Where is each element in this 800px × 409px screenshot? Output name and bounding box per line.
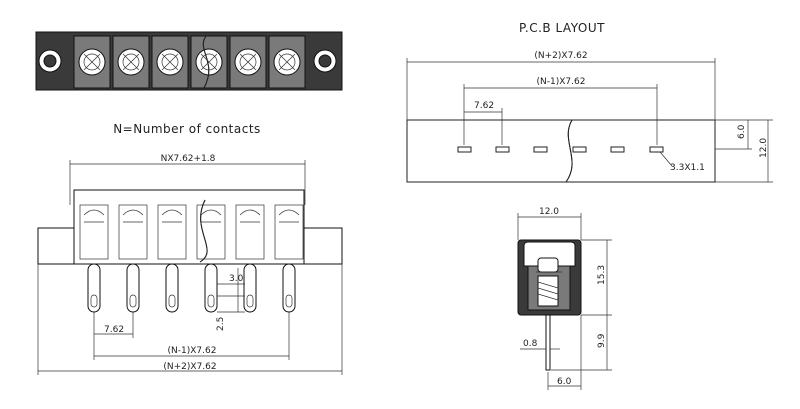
- dim-front-top: NX7.62+1.8: [161, 154, 216, 164]
- dim-pcb-n-1: (N-1)X7.62: [537, 77, 586, 87]
- front-view: NX7.62+1.8: [37, 154, 343, 375]
- pcb-layout: (N+2)X7.62 (N-1)X7.62 7.62 3.3X1.1 6.0: [406, 51, 773, 183]
- dim-pcb-hole: 3.3X1.1: [670, 163, 705, 173]
- top-view: [35, 31, 343, 91]
- dim-pcb-row: 6.0: [737, 124, 747, 139]
- dim-front-n-1: (N-1)X7.62: [168, 346, 217, 356]
- terminal-cells: [79, 204, 304, 260]
- dim-front-pitch: 7.62: [104, 325, 124, 335]
- dim-pcb-n+2: (N+2)X7.62: [534, 51, 587, 61]
- dim-pcb-pitch: 7.62: [474, 101, 494, 111]
- dim-side-thk: 0.8: [523, 339, 538, 349]
- screw-heads: [78, 48, 301, 76]
- dim-side-offset: 6.0: [557, 377, 572, 387]
- dim-pcb-height: 12.0: [759, 138, 769, 158]
- pins: [87, 263, 296, 313]
- dim-front-n+2: (N+2)X7.62: [163, 362, 216, 372]
- note-text: N=Number of contacts: [113, 122, 261, 136]
- pcb-title: P.C.B LAYOUT: [519, 21, 605, 35]
- dim-side-height: 15.3: [597, 265, 607, 285]
- dim-pin-a: 3.0: [229, 274, 244, 284]
- dim-side-pin: 9.9: [597, 333, 607, 348]
- dim-pin-b: 2.5: [216, 317, 226, 331]
- dim-side-width: 12.0: [539, 207, 559, 217]
- side-view: 12.0 15.3 9.9 0.8 6.0: [517, 207, 612, 390]
